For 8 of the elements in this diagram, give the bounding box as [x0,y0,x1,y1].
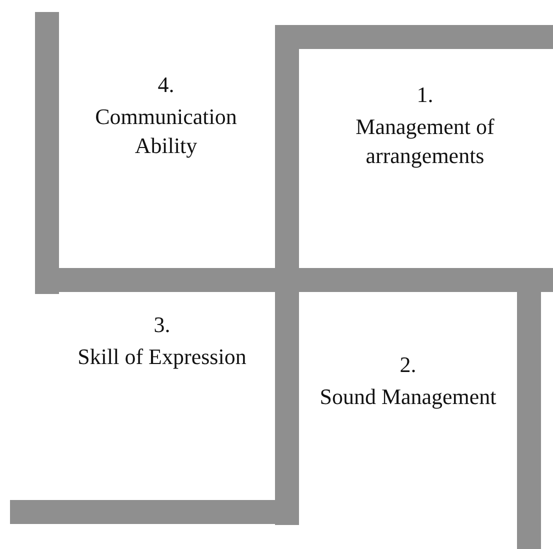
quadrant-number: 4. [158,71,174,99]
quadrant-label: Skill of Expression [78,342,246,371]
quadrant-number: 3. [154,311,170,339]
quadrant-number: 1. [416,81,434,109]
quadrant-label: Communication Ability [94,102,238,160]
quadrant-label: Sound Management [320,382,496,411]
quadrant-number: 2. [400,351,416,379]
quadrant-label: Management of arrangements [354,112,496,170]
